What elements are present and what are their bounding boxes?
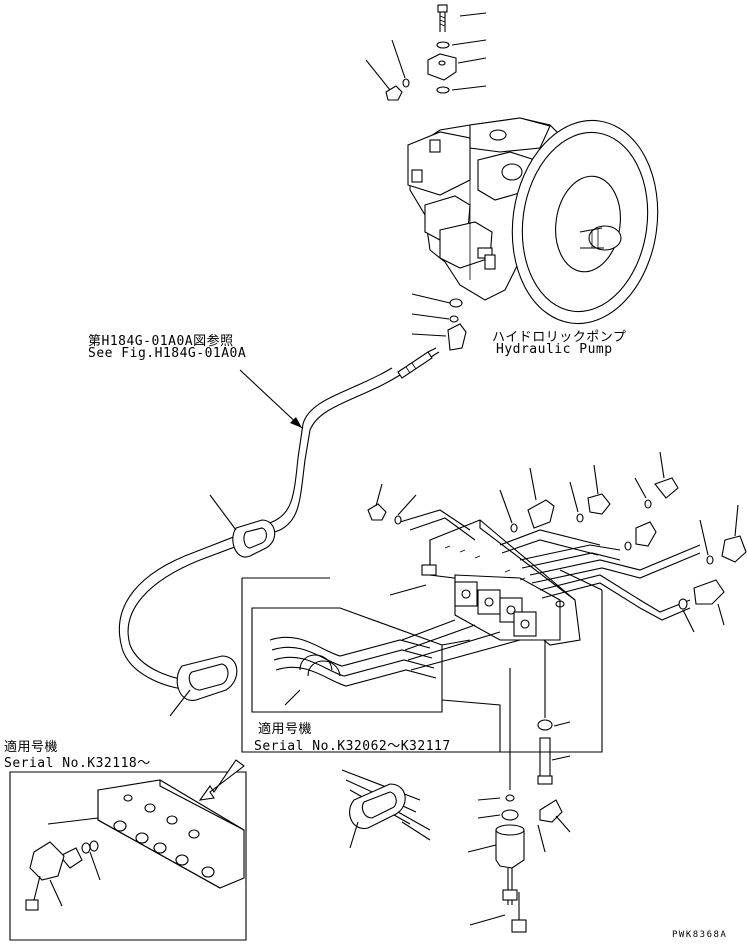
control-valve — [389, 519, 581, 646]
late-serial-jp: 適用号機 — [4, 740, 59, 755]
inset-late-serial — [9, 759, 247, 941]
hose-fitting — [397, 351, 433, 379]
pump-shaft — [588, 225, 622, 251]
connector-1 — [527, 499, 555, 529]
pump-reference-jp: 第H184G-01A0A図参照 — [88, 334, 234, 349]
sensor-hose — [118, 347, 440, 717]
tee-fitting — [721, 535, 747, 563]
valve-lines — [399, 509, 701, 621]
pump-reference-en: See Fig.H184G-01A0A — [88, 346, 247, 361]
late-serial-en: Serial No.K32118～ — [4, 756, 151, 771]
connector-3 — [654, 477, 679, 499]
sensor-detail — [29, 841, 65, 881]
figure-code: PWK8368A — [672, 930, 728, 940]
pump-top-fittings — [365, 4, 487, 101]
early-serial-jp: 適用号機 — [258, 722, 313, 737]
pump-bottom-fittings — [411, 293, 467, 351]
early-serial-en: Serial No.K32062～K32117 — [254, 739, 451, 754]
valve-lower-parts — [537, 640, 571, 785]
adapter-block — [427, 53, 457, 81]
plug-1 — [367, 503, 387, 521]
pump-name-en: Hydraulic Pump — [496, 342, 613, 357]
o-ring-top — [436, 86, 450, 94]
valve-block-detail — [97, 779, 245, 889]
elbow-2 — [693, 579, 725, 605]
elbow-fitting-top — [385, 85, 403, 101]
pump-name-jp: ハイドロリックポンプ — [492, 330, 627, 345]
pressure-sensor — [495, 829, 525, 869]
o-ring-left — [402, 78, 410, 88]
pump-flange — [511, 119, 659, 325]
connector-2 — [587, 493, 611, 515]
elbow-1 — [635, 521, 657, 547]
inset-early-serial — [241, 569, 603, 753]
hose-grommet-detail — [341, 769, 431, 849]
grommet-upper — [232, 519, 276, 558]
bolt-head — [437, 4, 448, 13]
hydraulic-pump — [407, 117, 659, 325]
washer — [436, 41, 450, 49]
sensor-unit — [467, 668, 571, 933]
grommet-lower — [176, 655, 238, 701]
right-fittings — [367, 451, 747, 633]
